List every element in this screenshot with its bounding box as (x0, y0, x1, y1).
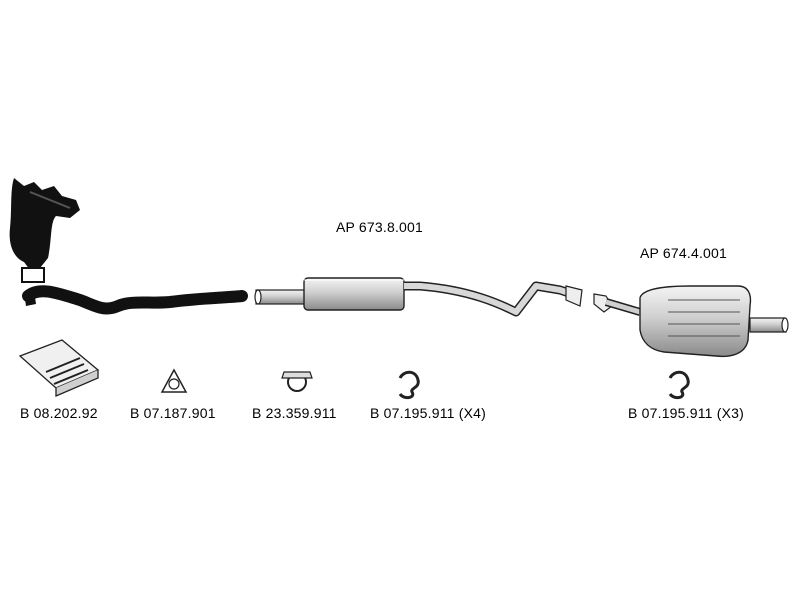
pipe-clamp-icon (281, 371, 313, 392)
exhaust-manifold-icon (9, 178, 80, 283)
part-label-hanger-x3: B 07.195.911 (X3) (628, 405, 744, 421)
rubber-hanger-icon (668, 370, 690, 400)
rubber-hanger-icon (398, 370, 420, 400)
front-pipe-icon (22, 285, 248, 315)
assembly-label-center: AP 673.8.001 (336, 219, 423, 235)
part-label-gasket-box: B 08.202.92 (20, 405, 98, 421)
center-muffler-icon (254, 277, 583, 317)
part-label-pipe-clamp: B 23.359.911 (252, 405, 337, 421)
part-label-hanger-x4: B 07.195.911 (X4) (370, 405, 486, 421)
part-label-triangle-gasket: B 07.187.901 (130, 405, 216, 421)
rear-muffler-icon (593, 285, 789, 358)
gasket-box-icon (18, 339, 100, 397)
assembly-label-rear: AP 674.4.001 (640, 245, 727, 261)
triangle-gasket-icon (160, 368, 188, 393)
